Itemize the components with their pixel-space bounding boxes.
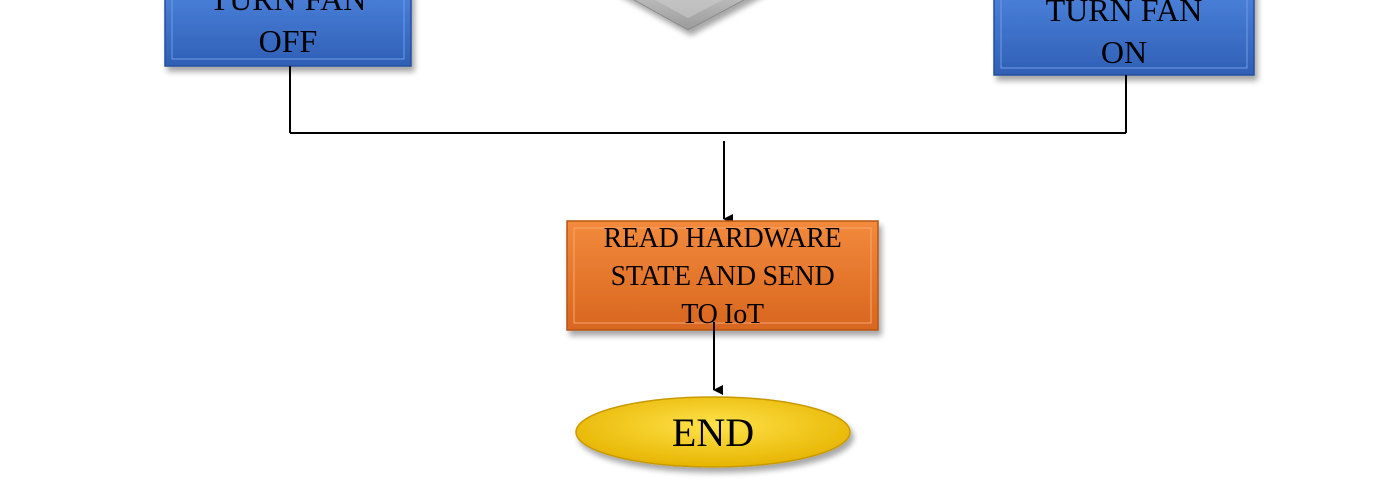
- end-label: END: [671, 410, 755, 455]
- connector-lines: [289, 66, 1127, 224]
- turn-fan-on-box: [993, 0, 1255, 76]
- read-hardware-box: [566, 220, 879, 331]
- turn-fan-on-label: TURN FAN ON: [1045, 0, 1203, 70]
- end-terminal: [575, 396, 851, 468]
- turn-fan-off-box: [164, 0, 412, 67]
- turn-fan-off-label: TURN FAN OFF: [210, 0, 367, 59]
- decision-diamond-bottom: [632, 0, 746, 31]
- read-hardware-label: READ HARDWARE STATE AND SEND TO IoT: [603, 223, 842, 331]
